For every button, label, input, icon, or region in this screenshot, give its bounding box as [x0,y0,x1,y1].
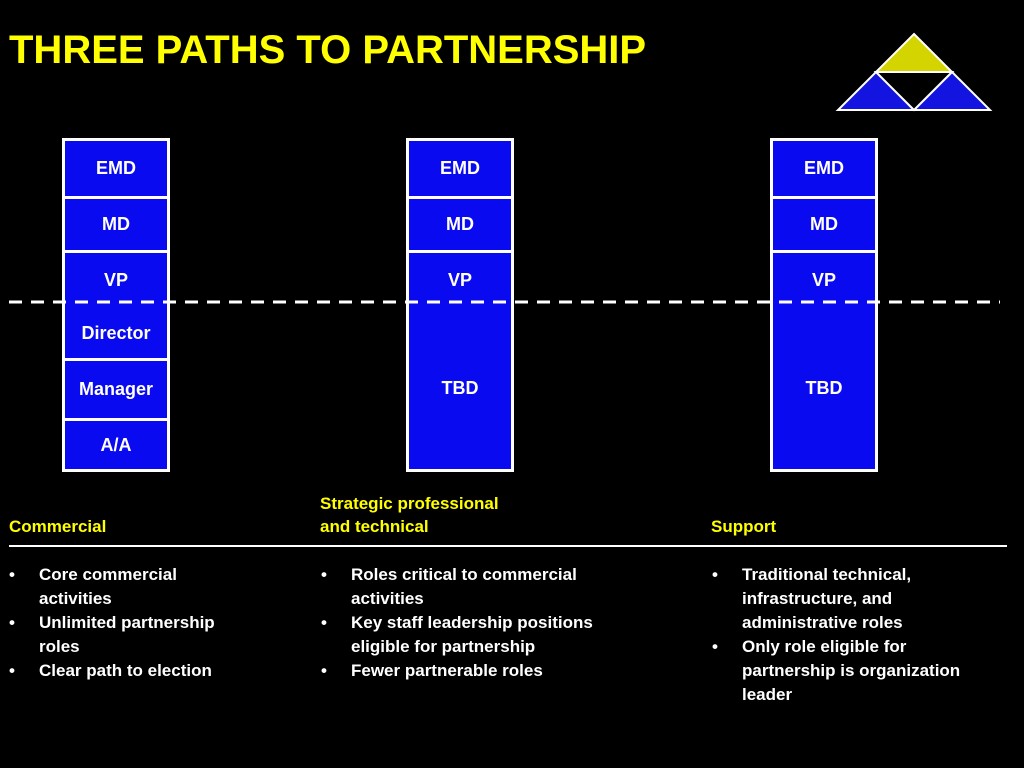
level-cell: EMD [96,158,136,178]
level-cell: MD [409,196,511,250]
bullet-icon: • [321,565,327,584]
partnership-threshold-line [9,300,1000,304]
list-item: • Unlimited partnership roles [9,613,215,656]
level-cell: A/A [65,418,167,469]
level-cell: VP [65,250,167,308]
level-cell: Director [81,322,151,343]
level-cell: TBD [805,378,843,398]
bullet-icon: • [9,661,15,680]
level-cell: VP [409,250,511,308]
level-cell: MD [65,196,167,250]
strategic-bullet-list: • Roles critical to commercial activitie… [321,563,593,683]
list-item: • Fewer partnerable roles [321,659,593,683]
level-cell: EMD [804,158,844,178]
path-heading-support: Support [711,517,777,536]
support-bullet-list: • Traditional technical, infrastructure,… [712,563,960,707]
bullet-icon: • [321,661,327,680]
list-item: • Core commercial activities [9,565,177,608]
list-item: • Key staff leadership positions eligibl… [321,613,593,656]
slide-title: THREE PATHS TO PARTNERSHIP [9,28,647,72]
bullet-icon: • [321,613,327,632]
bullet-icon: • [712,637,718,656]
divider-rule [9,545,1007,547]
commercial-bullet-list: • Core commercial activities • Unlimited… [9,563,215,683]
bullet-icon: • [9,565,15,584]
support-level-column: EMD MD VP TBD [770,138,878,472]
list-item: • Clear path to election [9,659,215,683]
level-cell: MD [773,196,875,250]
level-cell: TBD [441,378,479,398]
level-cell: Manager [65,358,167,418]
list-item: • Roles critical to commercial activitie… [321,565,577,608]
bullet-icon: • [9,613,15,632]
path-heading-strategic: Strategic professional and technical [320,494,499,536]
strategic-level-column: EMD MD VP TBD [406,138,514,472]
path-heading-commercial: Commercial [9,517,107,536]
list-item: • Traditional technical, infrastructure,… [712,565,912,632]
level-cell: EMD [440,158,480,178]
level-cell: VP [773,250,875,308]
commercial-level-column: EMD MD VP Director Manager A/A [62,138,170,472]
list-item: • Only role eligible for partnership is … [712,637,961,704]
bullet-icon: • [712,565,718,584]
triangle-logo-icon [835,32,993,112]
